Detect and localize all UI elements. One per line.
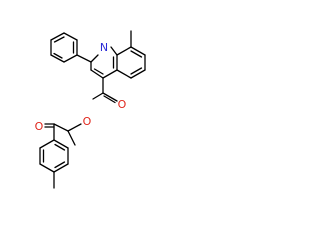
carbonyl-oxygen-ester-label: O (118, 98, 127, 111)
methyl-bond-propanone (67, 130, 76, 146)
phenyl-ring (50, 32, 78, 63)
ring-nitrogen-label: N (100, 41, 108, 54)
quinoline-pyridine-ring (90, 46, 118, 79)
p-tolyl-ring (39, 139, 69, 173)
bond-skeleton (39, 30, 146, 189)
molecule-structure: N O O O (35, 30, 146, 189)
quinoline-benzo-ring (116, 46, 146, 79)
ester-oxygen-label: O (83, 115, 92, 128)
carbonyl-oxygen-ketone-label: O (35, 120, 44, 133)
